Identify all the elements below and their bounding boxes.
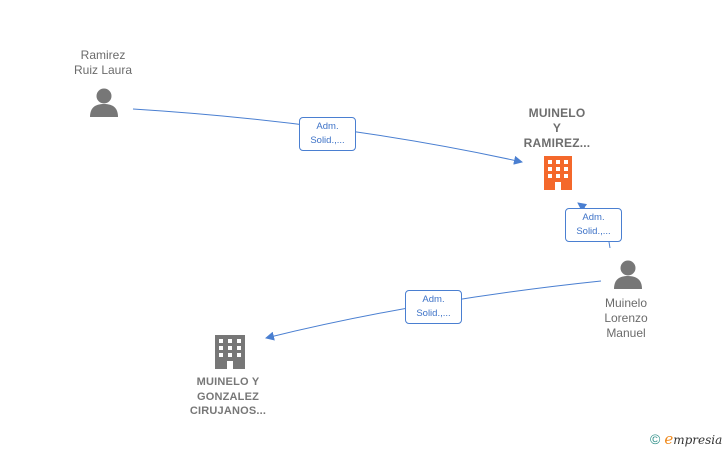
node-label-muinelo-ramirez[interactable]: MUINELO Y RAMIREZ... [507,106,607,151]
node-label-line: Manuel [606,326,646,340]
building-icon[interactable] [544,156,572,190]
edge-label-lorenzo-muinelo-ramirez[interactable]: Adm. Solid.,... [565,208,622,242]
building-icon[interactable] [215,335,245,369]
edge-label-line: Adm. [316,121,339,132]
logo-letter: e [664,430,674,448]
node-label-line: RAMIREZ... [523,136,591,150]
edge-label-line: Solid.,... [310,135,345,146]
node-label-line: MUINELO Y [196,376,260,388]
edge-label-line: Solid.,... [576,226,611,237]
node-label-line: Muinelo [604,296,648,310]
node-label-line: Y [552,121,562,135]
edge-label-line: Adm. [582,212,605,223]
person-icon[interactable] [90,88,118,118]
node-label-line: Ramirez [80,48,126,62]
logo-text: mpresia [673,433,723,447]
empresia-logo: ©empresia [650,430,722,448]
edge-label-ramirez-muinelo-ramirez[interactable]: Adm. Solid.,... [299,117,356,151]
node-label-muinelo-lorenzo[interactable]: Muinelo Lorenzo Manuel [586,296,666,341]
node-label-ramirez[interactable]: Ramirez Ruiz Laura [58,48,148,78]
node-label-line: Ruiz Laura [73,63,133,77]
node-label-line: MUINELO [528,106,586,120]
edge-label-line: Adm. [422,294,445,305]
node-label-muinelo-gonzalez[interactable]: MUINELO Y GONZALEZ CIRUJANOS... [172,375,284,419]
node-label-line: CIRUJANOS... [189,405,267,417]
edge-label-line: Solid.,... [416,308,451,319]
node-label-line: GONZALEZ [196,390,260,403]
person-icon[interactable] [614,260,642,290]
node-label-line: Lorenzo [604,311,648,325]
edge-label-lorenzo-muinelo-gonzalez[interactable]: Adm. Solid.,... [405,290,462,324]
copyright-symbol: © [650,431,661,447]
